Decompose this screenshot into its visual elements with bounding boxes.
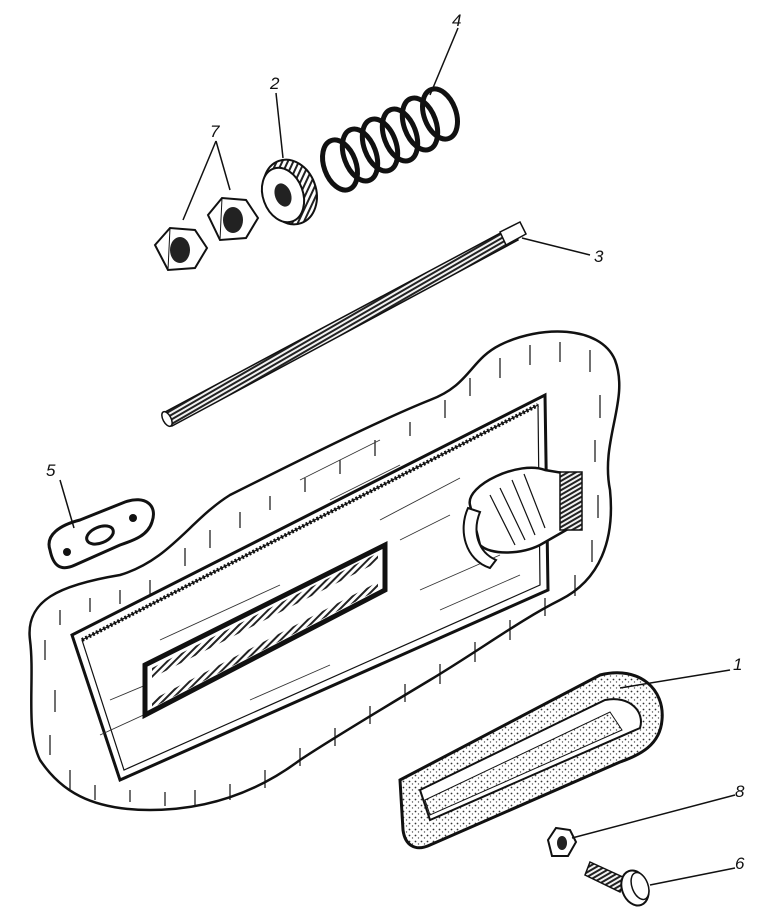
frame-base [28,330,621,812]
callout-5: 5 [46,461,56,480]
callout-1: 1 [733,655,742,674]
callout-2: 2 [269,74,280,93]
threaded-rod [161,220,527,428]
leader-lines [59,27,736,886]
bolt [584,860,650,907]
washer [260,158,318,226]
callout-6: 6 [735,854,745,873]
callout-4: 4 [452,11,461,30]
callout-8: 8 [735,782,745,801]
clamp-cylinder [462,466,583,570]
wedge-clamp [398,671,664,850]
hex-nut-1 [153,226,209,272]
small-nut [546,826,578,857]
gasket-plate [47,498,155,570]
callout-3: 3 [594,247,604,266]
coil-spring [320,86,460,193]
hex-nut-2 [206,196,260,242]
callout-7: 7 [210,122,220,141]
